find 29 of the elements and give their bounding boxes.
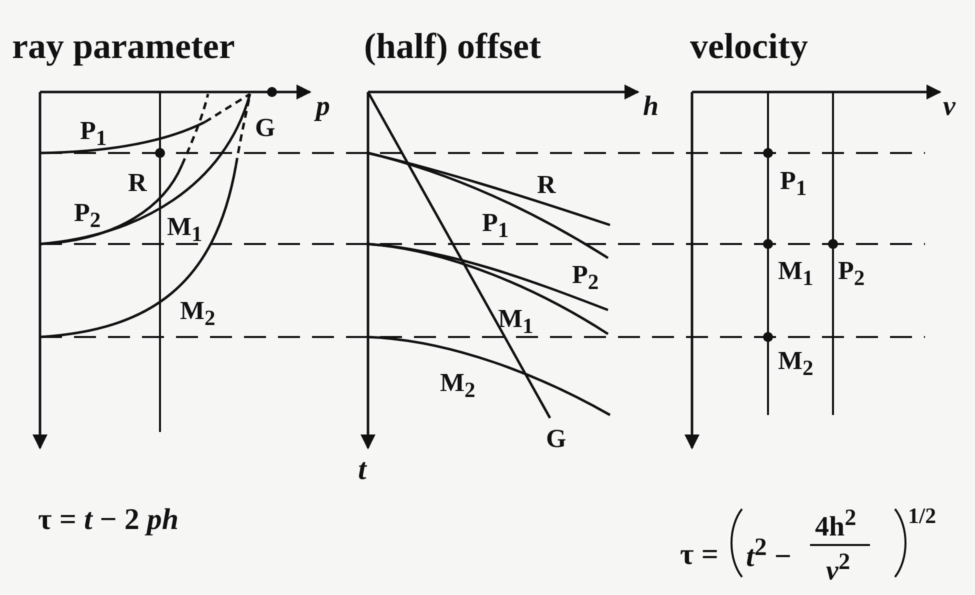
curve-label: M$_{1}$ xyxy=(778,258,814,290)
axis-label: v xyxy=(943,93,956,121)
curve-label: M$_{1}$ xyxy=(167,214,202,246)
curve-label: M$_{1}$ xyxy=(498,306,534,338)
curve-label: P$_{2}$ xyxy=(74,200,101,232)
curve-label: G xyxy=(255,115,276,141)
curve-label: R xyxy=(537,172,556,198)
panel-title: ray parameter xyxy=(12,28,235,64)
formula: t$^{2}$ − xyxy=(746,535,792,572)
formula: τ = xyxy=(680,540,718,570)
axis-label: t xyxy=(358,455,366,485)
axis-label: h xyxy=(643,93,659,121)
formula: 1/2 xyxy=(908,505,936,527)
formula: v$^{2}$ xyxy=(826,551,850,586)
curve-label: R xyxy=(128,170,147,196)
panel-title: (half) offset xyxy=(364,28,541,64)
curve-label: M$_{2}$ xyxy=(180,298,216,330)
curve-label: P$_{1}$ xyxy=(80,118,107,150)
curve-label: M$_{2}$ xyxy=(778,348,814,380)
curve-label: P$_{2}$ xyxy=(572,262,599,294)
panel-title: velocity xyxy=(690,28,808,64)
curve-label: G xyxy=(546,426,566,452)
curve-label: M$_{2}$ xyxy=(440,370,476,402)
axis-label: p xyxy=(316,93,330,121)
curve-label: P$_{2}$ xyxy=(838,258,865,290)
curve-label: P$_{1}$ xyxy=(780,168,807,200)
curve-label: P$_{1}$ xyxy=(482,210,509,242)
formula: τ = t − 2 ph xyxy=(38,505,179,535)
formula: 4h$^{2}$ xyxy=(815,507,856,542)
